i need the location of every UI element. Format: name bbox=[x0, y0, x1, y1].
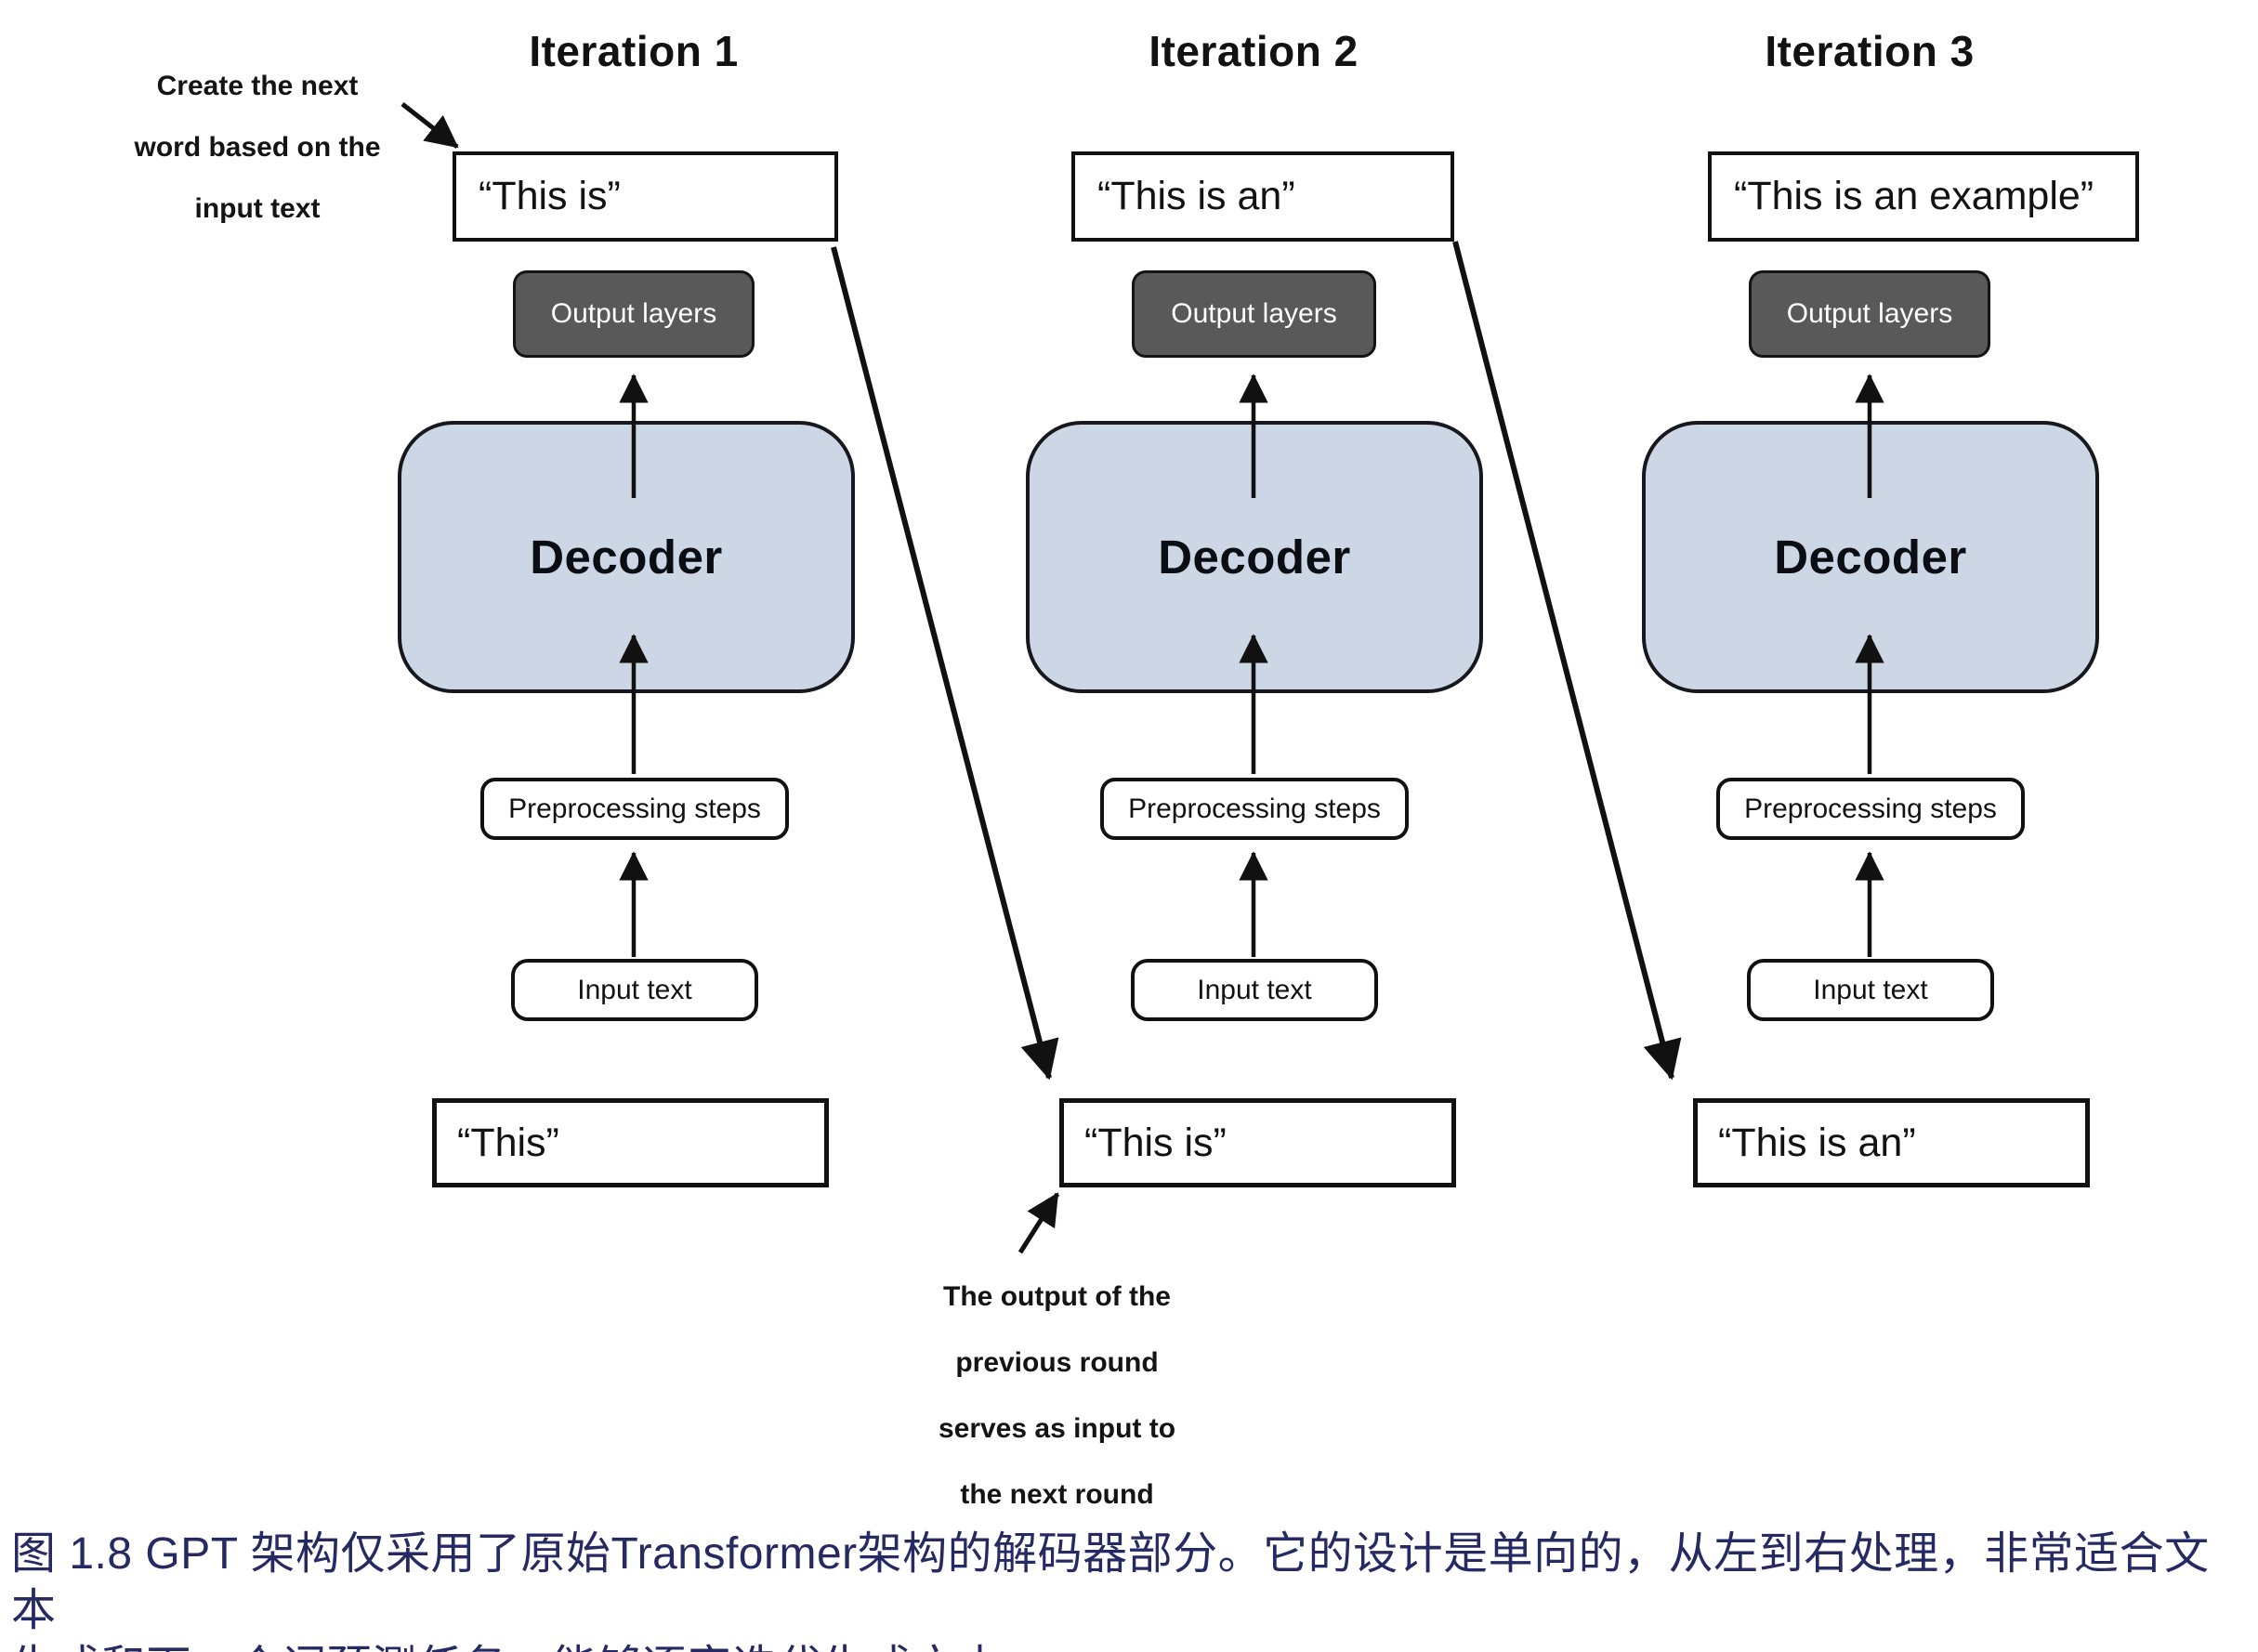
iteration-3-input-text-box: Input text bbox=[1747, 959, 1994, 1021]
iteration-3-preprocessing-box: Preprocessing steps bbox=[1716, 778, 2025, 840]
iteration-3-generated-text-box: “This is an example” bbox=[1708, 151, 2139, 242]
figure-caption-line-1: 图 1.8 GPT 架构仅采用了原始Transformer架构的解码器部分。它的… bbox=[11, 1529, 2210, 1635]
iteration-3-decoder-box: Decoder bbox=[1642, 421, 2099, 693]
iteration-1-preprocessing-box: Preprocessing steps bbox=[480, 778, 789, 840]
iteration-2-decoder-box: Decoder bbox=[1026, 421, 1483, 693]
figure-caption-line-2: 生成和下一个词预测任务，能够逐字迭代生成文本。 bbox=[11, 1639, 2252, 1652]
annotation-line: Create the next bbox=[156, 71, 359, 101]
iteration-1-decoder-box: Decoder bbox=[398, 421, 855, 693]
annotation-line: word based on the bbox=[134, 132, 381, 163]
iteration-2-output-layers-box: Output layers bbox=[1132, 270, 1376, 358]
iteration-2-title: Iteration 2 bbox=[1149, 27, 1359, 75]
iteration-1-title: Iteration 1 bbox=[529, 27, 739, 75]
annotation-line: input text bbox=[194, 193, 321, 224]
iteration-2-input-quote: “This is” bbox=[1084, 1120, 1227, 1165]
iteration-1-generated-text-box: “This is” bbox=[453, 151, 838, 242]
annotation-line: serves as input to bbox=[938, 1413, 1176, 1444]
annotation-line: the next round bbox=[960, 1479, 1154, 1510]
iteration-3-output-layers-box: Output layers bbox=[1749, 270, 1990, 358]
annotation-output-serves-as-input: The output of the previous round serves … bbox=[883, 1264, 1231, 1527]
annotation-line: previous round bbox=[955, 1347, 1159, 1378]
iteration-2-input-quote-box: “This is” bbox=[1059, 1098, 1456, 1187]
annotation-create-next-word: Create the next word based on the input … bbox=[97, 56, 418, 240]
arrow-annotation-bottom bbox=[1017, 1192, 1060, 1254]
iteration-2-input-text-box: Input text bbox=[1131, 959, 1378, 1021]
iteration-1-input-quote: “This” bbox=[457, 1120, 559, 1165]
iteration-1-generated-text: “This is” bbox=[479, 174, 621, 218]
iteration-3-generated-text: “This is an example” bbox=[1734, 174, 2094, 218]
annotation-line: The output of the bbox=[943, 1281, 1171, 1312]
iteration-2-preprocessing-box: Preprocessing steps bbox=[1100, 778, 1409, 840]
iteration-3-title: Iteration 3 bbox=[1765, 27, 1975, 75]
iteration-3-input-quote-box: “This is an” bbox=[1693, 1098, 2090, 1187]
iteration-3-input-quote: “This is an” bbox=[1718, 1120, 1916, 1165]
iteration-1-output-layers-box: Output layers bbox=[513, 270, 755, 358]
arrow-output2-to-input3 bbox=[1452, 241, 1682, 1081]
iteration-1-input-text-box: Input text bbox=[511, 959, 758, 1021]
figure-caption: 图 1.8 GPT 架构仅采用了原始Transformer架构的解码器部分。它的… bbox=[11, 1526, 2252, 1652]
iteration-1-input-quote-box: “This” bbox=[432, 1098, 829, 1187]
iteration-2-generated-text: “This is an” bbox=[1097, 174, 1295, 218]
iteration-2-generated-text-box: “This is an” bbox=[1071, 151, 1454, 242]
arrow-output1-to-input2 bbox=[831, 246, 1059, 1081]
